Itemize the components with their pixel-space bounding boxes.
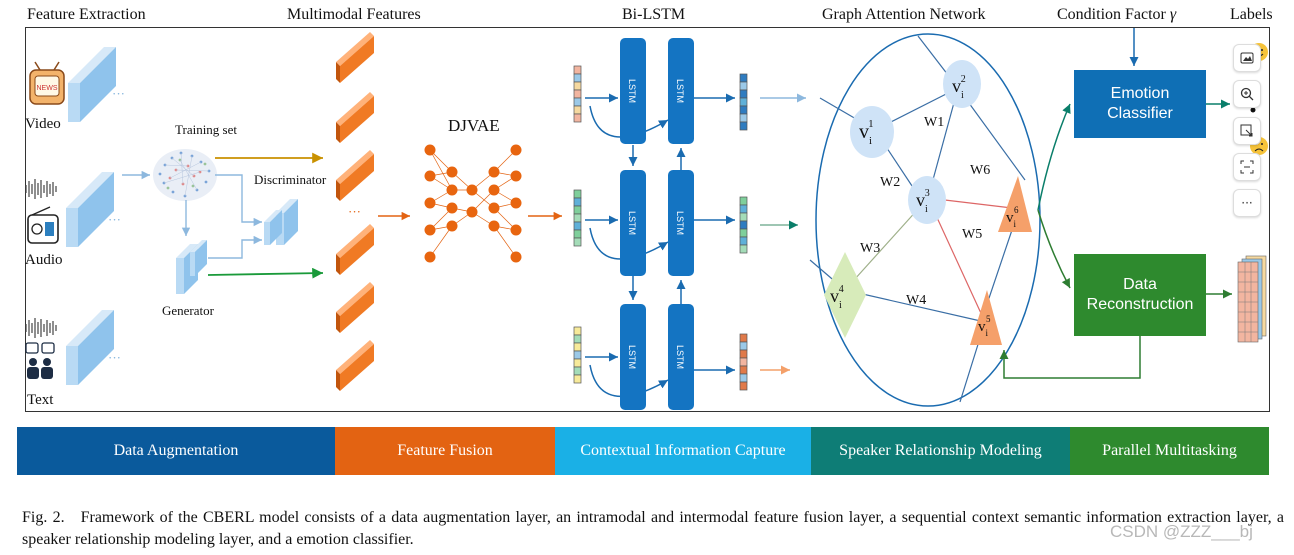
text-feature-slab: ··· [66,310,121,385]
image-edit-icon[interactable] [1233,44,1261,72]
generator-block [176,240,207,294]
scan-icon[interactable] [1233,153,1261,181]
discriminator-label: Discriminator [254,172,327,187]
node-v4-label: vi4 [830,284,844,311]
edge-w2-label: W2 [880,175,900,190]
framework-diagram: NEWS ··· ··· [25,28,1268,410]
modality-video-label: Video [25,116,61,132]
bilstm-input-vectors [573,65,582,384]
generator-label: Generator [162,303,214,318]
lstm-label: LSTM [627,345,637,369]
label-dot [1250,107,1256,113]
audio-wave-icon [25,179,57,199]
node-v1-label: vi1 [859,118,874,147]
emotion-classifier-box: Emotion Classifier [1074,70,1206,138]
training-set-label: Training set [175,122,237,137]
lstm-label: LSTM [675,211,685,235]
layer-bar-data-augmentation: Data Augmentation [17,427,335,475]
caption-figure-number: Fig. 2. [22,509,65,526]
data-reconstruction-box: Data Reconstruction [1074,254,1206,336]
layer-bar-feature-fusion: Feature Fusion [335,427,555,475]
training-set-cloud [153,149,217,201]
lstm-label: LSTM [627,211,637,235]
condition-symbol: γ [1169,6,1177,23]
figure-frame [25,27,1270,412]
layer-bar-parallel-multitasking: Parallel Multitasking [1070,427,1269,475]
edge-w4-label: W4 [906,293,926,308]
zoom-in-icon[interactable] [1233,80,1261,108]
reconstruction-feedback-arrow [999,336,1141,379]
svg-text:···: ··· [108,350,121,365]
graph-to-classifier-arrow [1037,103,1071,211]
radio-icon [27,206,59,244]
header-multimodal-features: Multimodal Features [287,6,421,23]
header-feature-extraction: Feature Extraction [27,6,146,23]
djvae-network [424,144,522,263]
layer-bar-speaker-modeling: Speaker Relationship Modeling [811,427,1070,475]
node-v5-label: vi5 [978,314,991,338]
training-to-discriminator-arrow [215,174,262,227]
condition-factor-text: Condition Factor [1057,6,1166,23]
audio-feature-slab: ··· [66,172,121,247]
lstm-label: LSTM [627,79,637,103]
edge-w6-label: W6 [970,163,990,178]
header-bilstm: Bi-LSTM [622,6,686,23]
text-wave-icon [25,318,57,338]
caption-text: Framework of the CBERL model consists of… [22,509,1284,548]
header-gat: Graph Attention Network [822,6,986,23]
generator-to-discriminator-arrow [208,235,262,259]
node-v2-label: vi2 [952,74,966,101]
header-labels: Labels [1230,6,1273,23]
more-icon[interactable]: ··· [1233,189,1261,217]
generated-data-arrow [207,267,324,279]
modality-audio-label: Audio [25,252,63,268]
svg-text:···: ··· [108,212,121,227]
header-condition-factor: Condition Factor γ [1057,6,1176,24]
lstm-label: LSTM [675,345,685,369]
watermark: CSDN @ZZZ___bj [1110,522,1253,541]
bilstm-output-vectors [739,73,748,391]
edge-w1-label: W1 [924,115,944,130]
figure-caption: Fig. 2.Framework of the CBERL model cons… [22,507,1284,551]
discriminator-block [264,199,298,245]
lstm-label: LSTM [675,79,685,103]
node-v3-label: vi3 [916,188,930,215]
screenshot-icon[interactable] [1233,117,1261,145]
multimodal-feature-slabs: ··· [336,32,374,391]
djvae-label: DJVAE [448,116,500,135]
graph-nodes [824,60,1032,345]
video-feature-slab: ··· [68,47,125,122]
speakers-icon [25,342,55,379]
node-v6-label: vi6 [1006,205,1019,229]
lstm-cells [620,38,694,410]
layer-bar-contextual-capture: Contextual Information Capture [555,427,811,475]
svg-text:···: ··· [348,204,361,219]
svg-text:NEWS: NEWS [37,85,58,92]
graph-to-reconstruction-arrow [1037,209,1071,289]
edge-w3-label: W3 [860,241,880,256]
edge-w5-label: W5 [962,227,982,242]
video-icon: NEWS [29,61,65,105]
reconstructed-data-block [1237,255,1267,343]
svg-text:···: ··· [112,86,125,101]
modality-text-label: Text [27,392,54,408]
